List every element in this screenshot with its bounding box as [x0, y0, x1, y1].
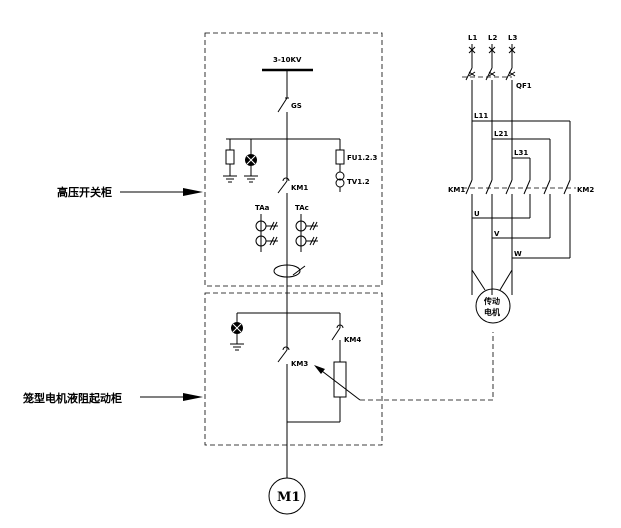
busbar-voltage-label: 3-10KV: [273, 56, 302, 64]
arrow-right-icon: [140, 393, 203, 401]
phase-w-label: W: [514, 250, 522, 258]
liquid-resistor-icon: [333, 361, 347, 398]
fuse-label: FU1.2.3: [347, 154, 378, 162]
transmission-motor-label-1: 传动: [483, 296, 500, 306]
transmission-motor-icon: [475, 288, 511, 324]
km4-label: KM4: [344, 336, 361, 344]
ct-a-label: TAa: [255, 204, 270, 212]
cabinet-hv-label: 高压开关柜: [57, 185, 112, 199]
fuse-fu123: [335, 149, 345, 165]
right-km2-label: KM2: [577, 186, 594, 194]
starter-cabinet-box: [204, 292, 383, 446]
line-l11-label: L11: [474, 112, 488, 120]
ground-icon: [244, 175, 258, 183]
vt-label: TV1.2: [347, 178, 370, 186]
phase-l2-label: L2: [488, 34, 497, 42]
isolator-label: GS: [291, 102, 302, 110]
contactor-km3: [277, 346, 290, 364]
mechanical-link-dashed: [360, 332, 494, 401]
contactor1-label: KM1: [291, 184, 308, 192]
contactor-km1: [277, 177, 290, 194]
zero-sequence-ct: [273, 264, 306, 278]
cabinet-starter-label: 笼型电机液阻起动柜: [22, 391, 122, 405]
current-transformer-taa: [255, 214, 278, 252]
contactor-group-km1-km2: [465, 179, 571, 195]
phase-l3-label: L3: [508, 34, 517, 42]
ground-icon: [223, 175, 237, 183]
breaker-qf1: [462, 67, 516, 81]
resistor-adjust-arrow: [314, 365, 361, 401]
contactor-km4: [331, 324, 344, 341]
phase-u-label: U: [474, 210, 480, 218]
line-l31-label: L31: [514, 149, 528, 157]
hv-cabinet-box: [204, 32, 383, 287]
breaker-label: QF1: [516, 82, 532, 90]
motor-circle-icon: [268, 477, 306, 515]
voltage-transformer-tv12: [335, 171, 345, 188]
current-transformer-tac: [295, 214, 318, 252]
surge-arrester: [225, 149, 235, 165]
phase-lines: [468, 44, 516, 68]
phase-v-label: V: [494, 230, 500, 238]
indicator-lamp-icon: [245, 154, 257, 166]
transmission-motor-label-2: 电机: [484, 307, 500, 317]
right-km1-label: KM1: [448, 186, 465, 194]
phase-l1-label: L1: [468, 34, 477, 42]
motor-m1-label: M1: [277, 490, 300, 505]
line-l21-label: L21: [494, 130, 508, 138]
isolator-switch-gs: [277, 97, 289, 113]
indicator-lamp-icon: [231, 322, 243, 334]
ct-c-label: TAc: [295, 204, 309, 212]
ground-icon: [230, 343, 244, 351]
km3-label: KM3: [291, 360, 308, 368]
arrow-right-icon: [120, 188, 203, 196]
